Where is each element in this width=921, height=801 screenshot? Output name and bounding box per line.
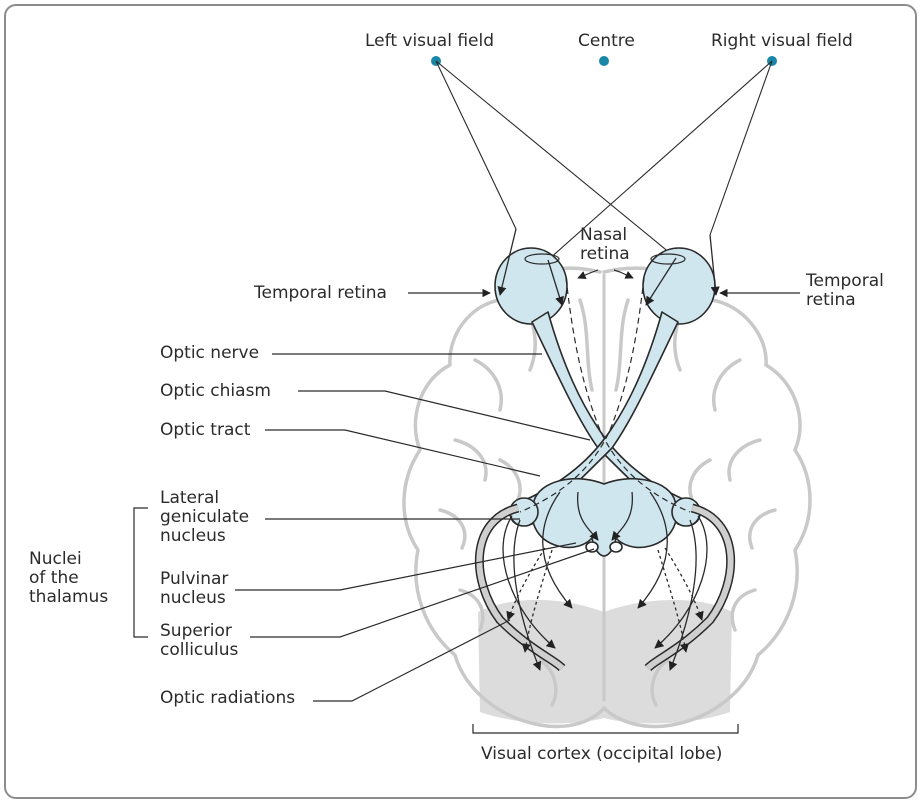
right-visual-field-label: Right visual field [711, 31, 853, 51]
leader-lines [235, 269, 800, 702]
dotted-pulvinar-arrows [506, 547, 704, 653]
left-superior-colliculus [585, 541, 599, 553]
visual-cortex-label: Visual cortex (occipital lobe) [481, 744, 723, 764]
cortex-fiber-arrows [502, 491, 708, 671]
nuclei-bracket [133, 507, 148, 638]
retina-arrows [497, 228, 720, 306]
internal-fibers [519, 277, 691, 513]
lenses [524, 253, 686, 265]
optic-radiations [474, 503, 736, 672]
optic-tract-label: Optic tract [160, 420, 251, 440]
visual-field-points [431, 56, 777, 66]
temporal-retina-right-label: Temporal retina [806, 271, 884, 310]
light-rays [435, 60, 773, 261]
lateral-geniculate-nucleus-label: Lateral geniculate nucleus [160, 488, 250, 546]
optic-radiations-label: Optic radiations [160, 688, 296, 708]
optic-nerve-label: Optic nerve [160, 343, 260, 363]
right-eyeball [642, 247, 716, 325]
centre-label: Centre [578, 31, 635, 51]
left-eyeball [494, 247, 568, 325]
temporal-retina-left-label: Temporal retina [254, 283, 387, 303]
nasal-retina-label: Nasal retina [580, 225, 630, 264]
left-visual-field-label: Left visual field [365, 31, 495, 51]
right-superior-colliculus [609, 541, 623, 553]
visual-cortex-bracket [472, 724, 739, 734]
centre-dot [599, 56, 609, 66]
pulvinar-nucleus-label: Pulvinar nucleus [160, 569, 229, 608]
superior-colliculus-label: Superior colliculus [160, 621, 239, 660]
thalamus-body [531, 478, 678, 557]
optic-pathway [494, 247, 716, 557]
nuclei-of-thalamus-label: Nuclei of the thalamus [29, 549, 109, 607]
optic-chiasm-label: Optic chiasm [160, 381, 271, 401]
